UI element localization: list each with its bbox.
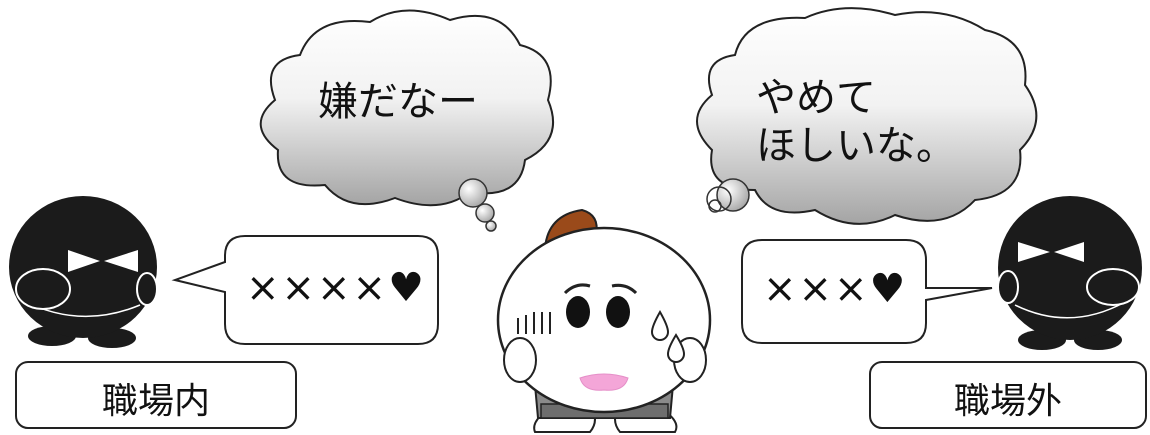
thought-bubble-dot [458, 178, 488, 208]
left-label-text: 職場内 [101, 381, 210, 422]
right-speech-text: ×××♥ [763, 266, 908, 312]
left-label-box [15, 361, 297, 429]
thought-bubble-dot [485, 220, 497, 232]
thought-bubble-dot [716, 178, 750, 212]
mouth [579, 373, 629, 391]
bowtie-icon [1018, 242, 1050, 262]
right-black-character [997, 196, 1142, 350]
left-speech-bubble [171, 235, 439, 345]
eye [566, 296, 590, 328]
right-label-box [869, 361, 1147, 429]
left-black-character [9, 196, 158, 348]
right-thought-text-line2: ほしいな。 [756, 123, 956, 169]
thought-bubble-dot [475, 203, 495, 223]
center-worried-character [496, 208, 712, 433]
right-label-text: 職場外 [953, 381, 1062, 422]
thought-bubble-dot [708, 199, 722, 213]
left-thought-cloud [259, 9, 554, 232]
worry-lines [517, 312, 551, 334]
right-speech-bubble [741, 239, 993, 344]
sweat-drop-icon [650, 309, 670, 341]
right-thought-text-line1: やめて [756, 75, 876, 121]
eye [606, 296, 630, 328]
right-thought-cloud [696, 7, 1038, 225]
left-speech-text: ××××♥ [246, 265, 426, 311]
left-thought-text: 嫌だなー [318, 79, 478, 125]
sweat-drop-icon [666, 333, 686, 363]
bowtie-icon [68, 250, 100, 272]
